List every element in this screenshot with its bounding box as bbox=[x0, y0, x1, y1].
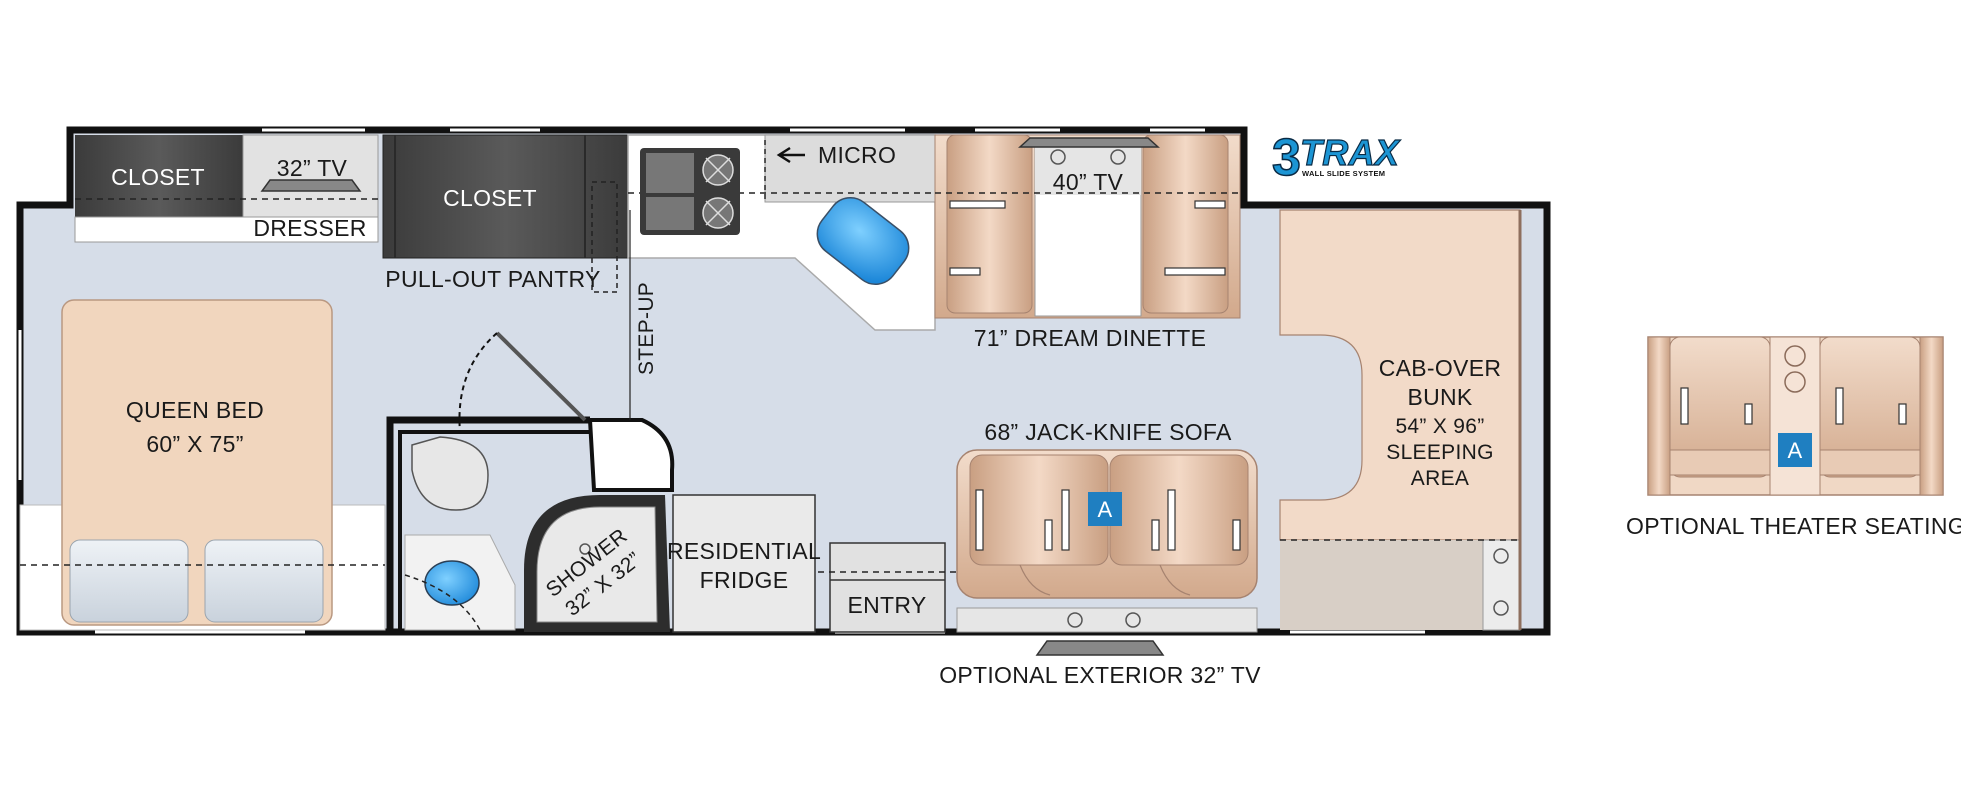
toilet-icon bbox=[411, 436, 489, 511]
tv-bedroom-label: 32” TV bbox=[277, 155, 348, 181]
fridge-line-1: RESIDENTIAL bbox=[667, 538, 821, 564]
bedroom-tv-icon bbox=[260, 179, 362, 192]
dinette-tv-icon bbox=[1018, 137, 1160, 148]
cab-over-line-1: CAB-OVER bbox=[1379, 355, 1502, 381]
left-closet: CLOSET bbox=[75, 135, 243, 217]
logo-word: TRAX bbox=[1300, 132, 1401, 173]
cab-over-line-2: BUNK bbox=[1407, 384, 1472, 410]
lavatory-sink-icon bbox=[424, 560, 480, 606]
jack-knife-sofa: A 68” JACK-KNIFE SOFA bbox=[956, 419, 1258, 633]
queen-bed-line-1: QUEEN BED bbox=[126, 397, 264, 423]
trax-logo: 3 TRAX WALL SLIDE SYSTEM bbox=[1271, 128, 1401, 188]
dinette: 40” TV 71” DREAM DINETTE bbox=[934, 134, 1241, 351]
exterior-tv-label: OPTIONAL EXTERIOR 32” TV bbox=[939, 662, 1261, 688]
exterior-tv: OPTIONAL EXTERIOR 32” TV bbox=[939, 640, 1261, 688]
sofa-label: 68” JACK-KNIFE SOFA bbox=[984, 419, 1232, 445]
fridge-line-2: FRIDGE bbox=[700, 567, 789, 593]
queen-bed: QUEEN BED 60” X 75” bbox=[19, 299, 386, 631]
entry: ENTRY bbox=[818, 542, 1258, 633]
cab-over-line-4: SLEEPING bbox=[1386, 441, 1493, 464]
stove-icon bbox=[640, 148, 740, 235]
dinette-label: 71” DREAM DINETTE bbox=[974, 325, 1207, 351]
pantry-label: PULL-OUT PANTRY bbox=[385, 266, 600, 292]
queen-bed-line-2: 60” X 75” bbox=[146, 431, 243, 457]
bathroom: SHOWER 32” X 32” STEP-UP bbox=[386, 210, 675, 632]
mid-closet: CLOSET PULL-OUT PANTRY bbox=[382, 134, 629, 293]
cab-over-line-5: AREA bbox=[1411, 467, 1469, 490]
closet-left-label: CLOSET bbox=[111, 164, 205, 190]
micro-label: MICRO bbox=[818, 142, 896, 168]
cab-over-bunk: CAB-OVER BUNK 54” X 96” SLEEPING AREA bbox=[1279, 209, 1522, 631]
residential-fridge: RESIDENTIAL FRIDGE bbox=[667, 494, 821, 633]
arrow-left-icon bbox=[776, 146, 805, 164]
dresser: 32” TV DRESSER bbox=[74, 134, 379, 243]
closet-mid-label: CLOSET bbox=[443, 185, 537, 211]
step-up-label: STEP-UP bbox=[635, 282, 658, 375]
logo-numeral: 3 bbox=[1272, 129, 1301, 187]
theater-seating: A OPTIONAL THEATER SEATING bbox=[1626, 336, 1961, 539]
sofa-badge: A bbox=[1098, 497, 1113, 522]
kitchen-sink-icon bbox=[816, 196, 910, 286]
logo-tagline: WALL SLIDE SYSTEM bbox=[1302, 169, 1385, 178]
pantry-outline bbox=[591, 181, 618, 293]
theater-badge: A bbox=[1788, 438, 1803, 463]
cab-over-line-3: 54” X 96” bbox=[1395, 415, 1484, 438]
dresser-label: DRESSER bbox=[253, 215, 366, 241]
tv-dinette-label: 40” TV bbox=[1053, 169, 1124, 195]
exterior-tv-icon bbox=[1035, 640, 1165, 656]
theater-label: OPTIONAL THEATER SEATING bbox=[1626, 513, 1961, 539]
entry-label: ENTRY bbox=[847, 592, 926, 618]
